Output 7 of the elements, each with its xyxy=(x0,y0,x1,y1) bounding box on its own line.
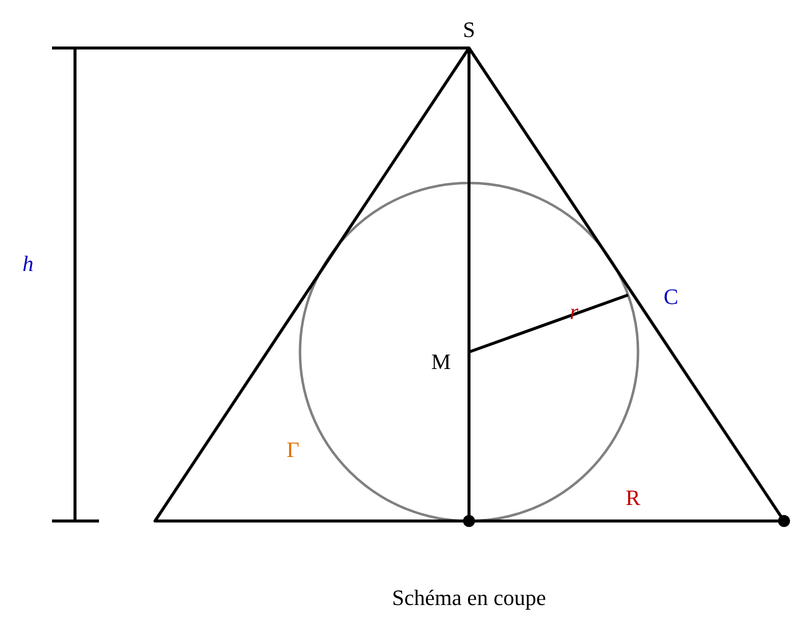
point-label: M xyxy=(431,351,451,373)
point-label: C xyxy=(664,286,678,308)
dimension-label: h xyxy=(22,253,34,275)
caption: Schéma en coupe xyxy=(392,587,546,609)
circle-label: Γ xyxy=(286,439,300,461)
length-label: R xyxy=(626,487,640,509)
point-label: S xyxy=(462,19,476,41)
